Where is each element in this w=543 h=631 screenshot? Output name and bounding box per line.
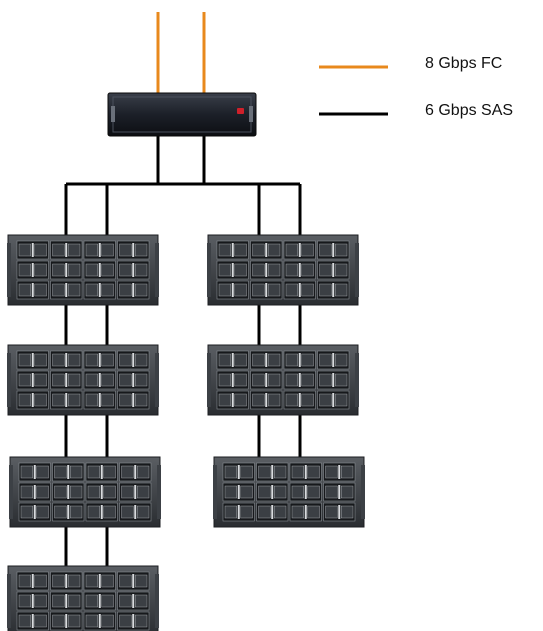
legend-sas-label: 6 Gbps SAS [425, 102, 513, 119]
sas-cabling [64, 136, 302, 566]
legend: 8 Gbps FC 6 Gbps SAS [319, 55, 513, 119]
enclosure-left-1 [6, 234, 160, 306]
status-led [237, 108, 244, 114]
enclosure-left-3 [8, 456, 162, 528]
storage-controller-icon [107, 92, 257, 137]
enclosure-left-4 [6, 565, 160, 631]
enclosure-left-2 [6, 344, 160, 416]
enclosure-right-2 [206, 344, 360, 416]
enclosure-right-1 [206, 234, 360, 306]
legend-fc-label: 8 Gbps FC [425, 55, 502, 72]
enclosure-right-3 [212, 456, 366, 528]
